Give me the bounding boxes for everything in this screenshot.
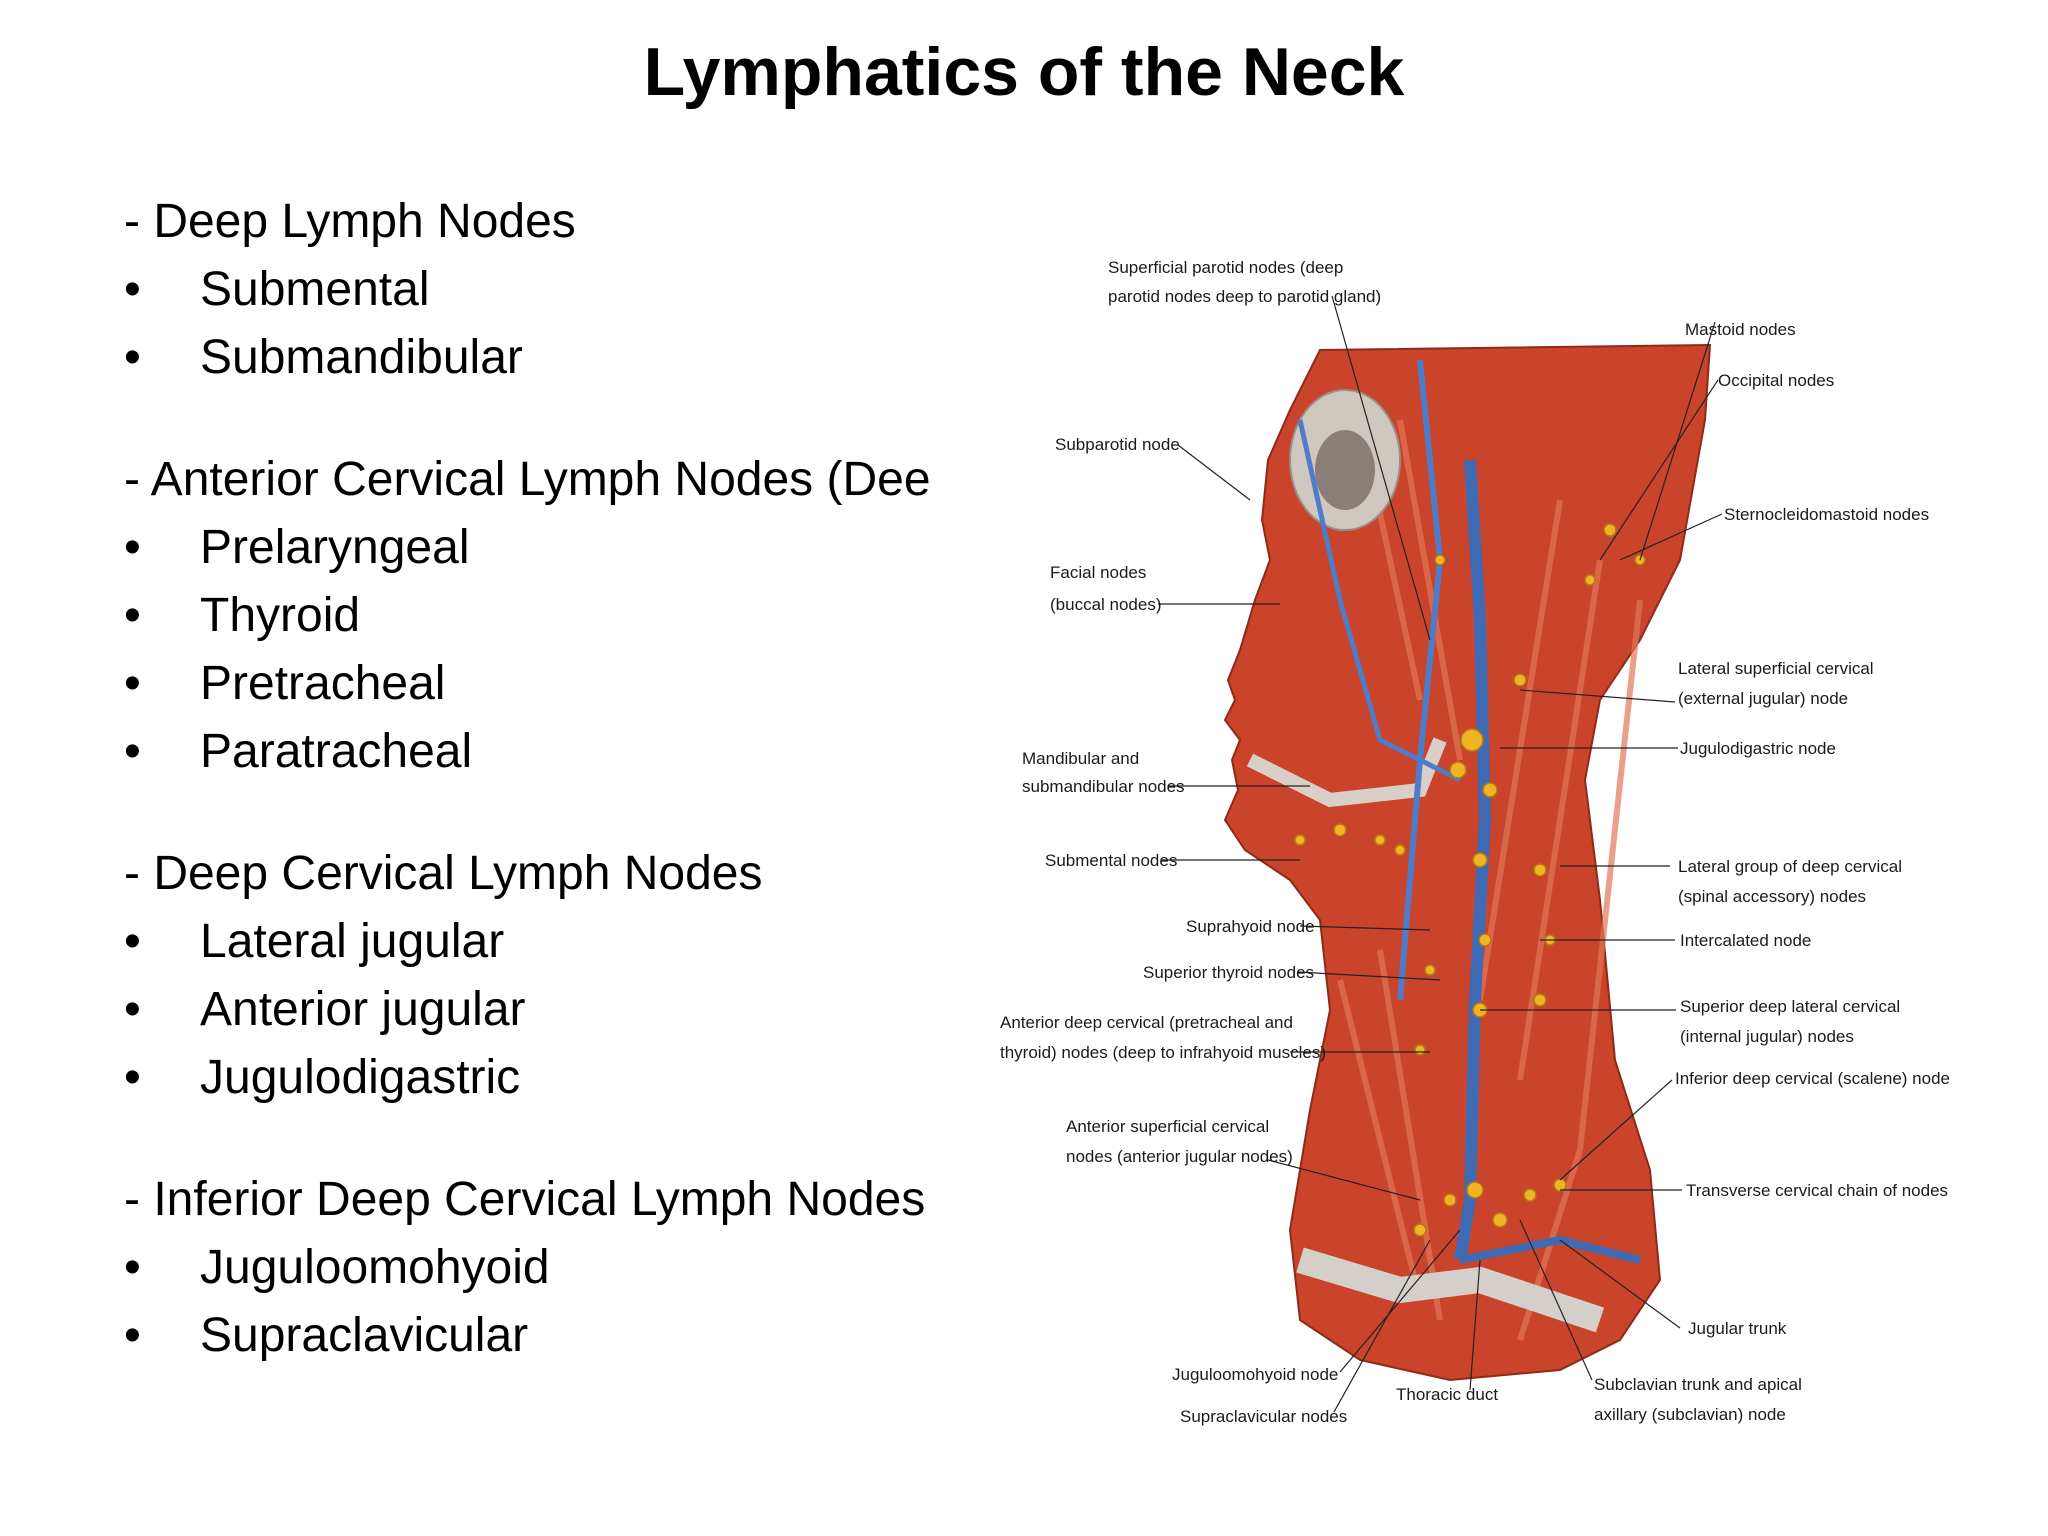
label-facial-2: (buccal nodes) <box>1050 595 1162 614</box>
label-lateral-group-2: (spinal accessory) nodes <box>1678 887 1866 906</box>
list-item-label: Paratracheal <box>200 725 473 778</box>
bullet-icon: • <box>124 915 141 968</box>
bullet-icon: • <box>124 725 141 778</box>
list-item-label: Supraclavicular <box>200 1309 529 1362</box>
label-occipital: Occipital nodes <box>1718 371 1834 390</box>
bullet-icon: • <box>124 331 141 384</box>
list-item-label: Prelaryngeal <box>200 521 470 574</box>
label-mandibular-2: submandibular nodes <box>1022 777 1185 796</box>
bullet-icon: • <box>124 657 141 710</box>
leader-lines <box>1158 295 1723 1413</box>
label-supraclavicular: Supraclavicular nodes <box>1180 1407 1347 1426</box>
label-lateral-superficial-2: (external jugular) node <box>1678 689 1848 708</box>
label-lateral-group: Lateral group of deep cervical <box>1678 857 1902 876</box>
section-heading: - Inferior Deep Cervical Lymph Nodes <box>124 1173 926 1226</box>
label-subparotid: Subparotid node <box>1055 435 1180 454</box>
list-item: • Prelaryngeal <box>124 514 984 582</box>
label-jugulodigastric: Jugulodigastric node <box>1680 739 1836 758</box>
list-item-label: Juguloomohyoid <box>200 1241 550 1294</box>
muscle-striations <box>1337 419 1643 1341</box>
section-deep-cervical: - Deep Cervical Lymph Nodes • Lateral jug… <box>124 840 984 1112</box>
list-item: • Thyroid <box>124 582 984 650</box>
list-item: • Paratracheal <box>124 718 984 786</box>
list-item: • Submandibular <box>124 324 984 392</box>
list-item: • Submental <box>124 256 984 324</box>
list-item-label: Submandibular <box>200 331 523 384</box>
label-sternocleidomastoid: Sternocleidomastoid nodes <box>1724 505 1929 524</box>
label-jugular-trunk: Jugular trunk <box>1688 1319 1787 1338</box>
section-heading: - Deep Lymph Nodes <box>124 195 576 248</box>
label-lateral-superficial: Lateral superficial cervical <box>1678 659 1874 678</box>
label-anterior-deep: Anterior deep cervical (pretracheal and <box>1000 1013 1293 1032</box>
bullet-icon: • <box>124 521 141 574</box>
label-suprahyoid: Suprahyoid node <box>1186 917 1315 936</box>
list-item: • Juguloomohyoid <box>124 1234 984 1302</box>
list-item: • Supraclavicular <box>124 1302 984 1370</box>
list-item: • Pretracheal <box>124 650 984 718</box>
label-transverse: Transverse cervical chain of nodes <box>1686 1181 1948 1200</box>
label-subclavian-2: axillary (subclavian) node <box>1594 1405 1786 1424</box>
list-item-label: Pretracheal <box>200 657 446 710</box>
clavicle-shape <box>1296 1247 1605 1333</box>
section-heading: - Anterior Cervical Lymph Nodes (Dee <box>124 453 931 506</box>
bullet-icon: • <box>124 1051 141 1104</box>
label-superior-deep: Superior deep lateral cervical <box>1680 997 1900 1016</box>
list-item: • Lateral jugular <box>124 908 984 976</box>
label-thoracic-duct: Thoracic duct <box>1396 1385 1498 1404</box>
list-item-label: Anterior jugular <box>200 983 526 1036</box>
facial-vein <box>1297 419 1462 783</box>
section-deep-lymph-nodes: - Deep Lymph Nodes • Submental • Submandib… <box>124 188 984 392</box>
lymph-nodes <box>1294 523 1646 1237</box>
label-intercalated: Intercalated node <box>1680 931 1811 950</box>
label-anterior-superficial-2: nodes (anterior jugular nodes) <box>1066 1147 1293 1166</box>
section-anterior-cervical: - Anterior Cervical Lymph Nodes (Dee • Pr… <box>124 446 984 786</box>
label-superior-deep-2: (internal jugular) nodes <box>1680 1027 1854 1046</box>
label-submental: Submental nodes <box>1045 851 1177 870</box>
list-item-label: Jugulodigastric <box>200 1051 521 1104</box>
label-mandibular: Mandibular and <box>1022 749 1139 768</box>
node-list: - Deep Lymph Nodes • Submental • Submandib… <box>124 188 984 1424</box>
bullet-icon: • <box>124 1309 141 1362</box>
bullet-icon: • <box>124 983 141 1036</box>
anatomy-svg: Superficial parotid nodes (deep parotid … <box>1000 258 1950 1426</box>
slide-title: Lymphatics of the Neck <box>643 34 1405 110</box>
neck-lymphatics-illustration: Superficial parotid nodes (deep parotid … <box>990 160 2048 1450</box>
label-anterior-superficial: Anterior superficial cervical <box>1066 1117 1269 1136</box>
neck-silhouette <box>1223 343 1712 1382</box>
label-superficial-parotid-2: parotid nodes deep to parotid gland) <box>1108 287 1381 306</box>
list-item-label: Submental <box>200 263 430 316</box>
label-superior-thyroid: Superior thyroid nodes <box>1143 963 1314 982</box>
label-facial: Facial nodes <box>1050 563 1146 582</box>
label-anterior-deep-2: thyroid) nodes (deep to infrahyoid muscl… <box>1000 1043 1326 1062</box>
external-jugular-vein <box>1397 359 1444 1001</box>
bullet-icon: • <box>124 1241 141 1294</box>
label-subclavian: Subclavian trunk and apical <box>1594 1375 1802 1394</box>
list-item-label: Thyroid <box>200 589 361 642</box>
label-mastoid: Mastoid nodes <box>1685 320 1796 339</box>
section-heading: - Deep Cervical Lymph Nodes <box>124 847 763 900</box>
label-inferior-deep: Inferior deep cervical (scalene) node <box>1675 1069 1950 1088</box>
bullet-icon: • <box>124 589 141 642</box>
label-superficial-parotid: Superficial parotid nodes (deep <box>1108 258 1343 277</box>
internal-jugular-vein <box>1454 459 1492 1261</box>
bullet-icon: • <box>124 263 141 316</box>
label-juguloomohyoid: Juguloomohyoid node <box>1172 1365 1338 1384</box>
figure-labels: Superficial parotid nodes (deep parotid … <box>1000 258 1950 1426</box>
list-item-label: Lateral jugular <box>200 915 505 968</box>
orbit-shape <box>1315 430 1375 510</box>
list-item: • Jugulodigastric <box>124 1044 984 1112</box>
section-inferior-deep-cervical: - Inferior Deep Cervical Lymph Nodes • Ju… <box>124 1166 984 1370</box>
list-item: • Anterior jugular <box>124 976 984 1044</box>
